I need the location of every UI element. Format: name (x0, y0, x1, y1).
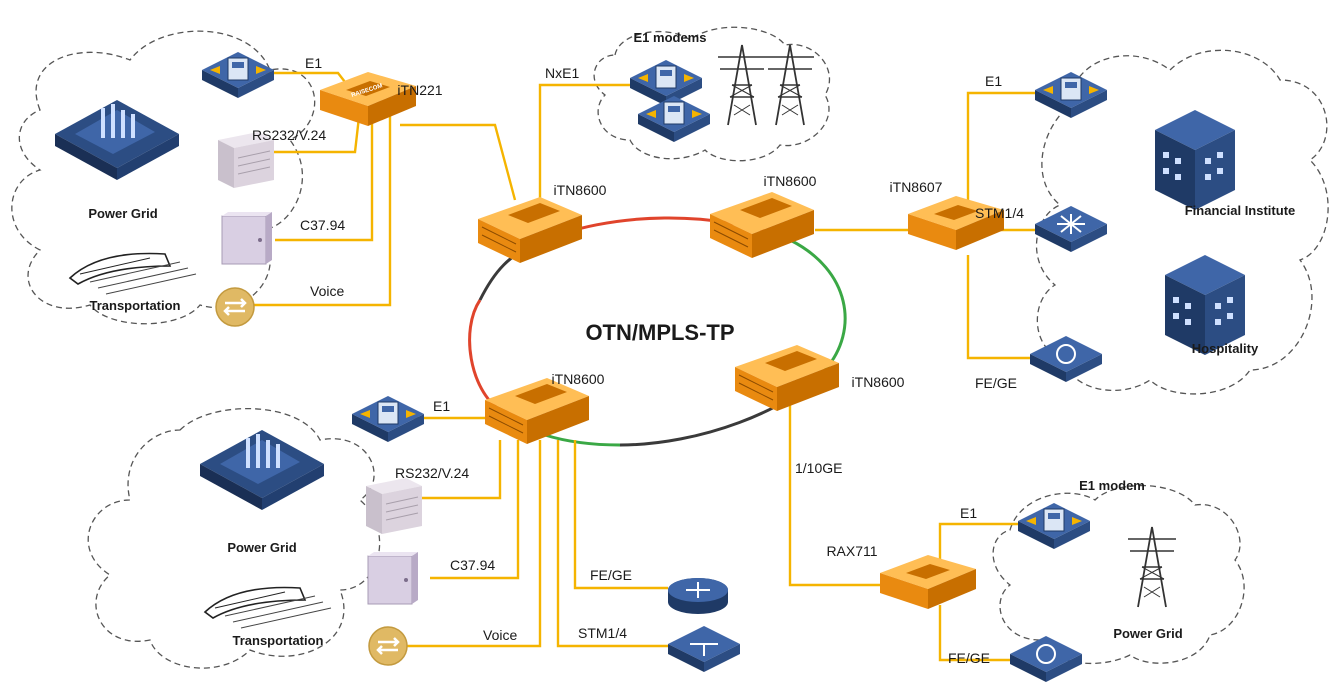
bl-e1-label: E1 (433, 398, 450, 414)
e1-modem-icon-bl (352, 396, 424, 442)
financial-building-icon (1155, 110, 1235, 210)
itn221-device (320, 72, 416, 126)
bl-c3794-label: C37.94 (450, 557, 495, 573)
itn221-label: iTN221 (397, 82, 442, 98)
transportation-label-bl: Transportation (232, 633, 323, 648)
financial-label: Financial Institute (1185, 203, 1296, 218)
top-nxe1-label: NxE1 (545, 65, 579, 81)
ring-label: OTN/MPLS-TP (585, 320, 734, 345)
tl-rs232-label: RS232/V.24 (252, 127, 326, 143)
bl-fege-label: FE/GE (590, 567, 632, 583)
itn8600-top-right (709, 191, 815, 259)
itn8600-bottom-left (484, 377, 590, 445)
switch-icon-bl (668, 626, 740, 672)
power-grid-label-br: Power Grid (1113, 626, 1182, 641)
hospitality-label: Hospitality (1192, 341, 1259, 356)
power-grid-label-bl: Power Grid (227, 540, 296, 555)
switch-icon-right (1035, 206, 1107, 252)
cabinet-icon-bl (367, 551, 419, 605)
e1-modems-title: E1 modems (634, 30, 707, 45)
rax711-device (880, 555, 976, 609)
rax711-label: RAX711 (826, 543, 877, 559)
br-10ge-label: 1/10GE (795, 460, 842, 476)
cabinet-icon-tl (221, 211, 273, 265)
voice-icon-bl (367, 625, 409, 667)
router-icon-bl (668, 578, 728, 614)
router-icon-right (1030, 336, 1102, 382)
e1-modem-title-br: E1 modem (1079, 478, 1145, 493)
tl-c3794-label: C37.94 (300, 217, 345, 233)
itn8607-label: iTN8607 (890, 179, 943, 195)
hospitality-building-icon (1165, 255, 1245, 355)
bl-stm-label: STM1/4 (578, 625, 627, 641)
tl-voice-label: Voice (310, 283, 344, 299)
tl-e1-label: E1 (305, 55, 322, 71)
cloud-right (1035, 49, 1329, 395)
bl-voice-label: Voice (483, 627, 517, 643)
right-fege-label: FE/GE (975, 375, 1017, 391)
br-e1-label: E1 (960, 505, 977, 521)
itn8600-bottom-right (734, 344, 840, 412)
server-icon-bl (365, 477, 423, 535)
right-e1-label: E1 (985, 73, 1002, 89)
voice-icon-tl (214, 286, 256, 328)
itn8600-top-left-label: iTN8600 (554, 182, 607, 198)
br-fege-label: FE/GE (948, 650, 990, 666)
itn8600-top-left (477, 196, 583, 264)
transportation-label-tl: Transportation (89, 298, 180, 313)
itn8600-top-right-label: iTN8600 (764, 173, 817, 189)
right-stm-label: STM1/4 (975, 205, 1024, 221)
bl-rs232-label: RS232/V.24 (395, 465, 469, 481)
itn8600-bottom-right-label: iTN8600 (852, 374, 905, 390)
router-icon-br (1010, 636, 1082, 682)
itn8600-bottom-left-label: iTN8600 (552, 371, 605, 387)
cloud-top-center (593, 26, 831, 162)
power-grid-label-tl: Power Grid (88, 206, 157, 221)
